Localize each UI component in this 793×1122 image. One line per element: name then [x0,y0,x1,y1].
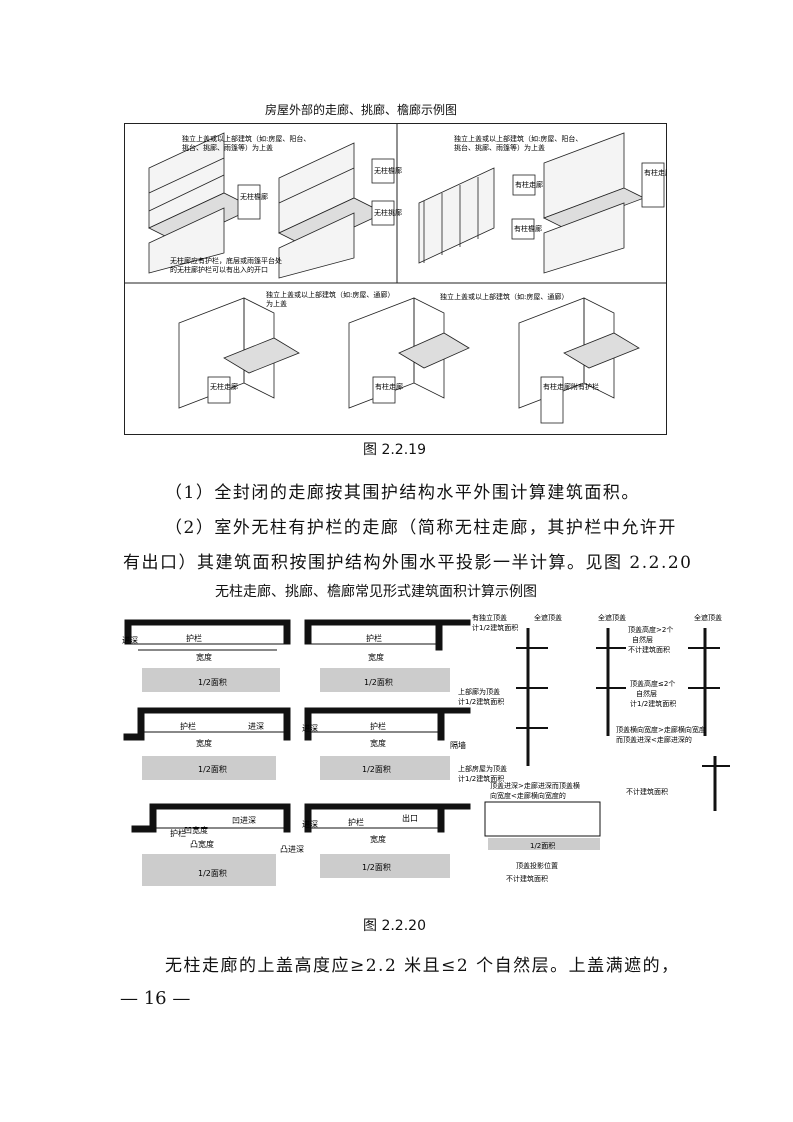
plan-5-tu-jinshen: 凸进深 [280,845,304,854]
section-upper-corridor-2: 计1/2建筑面积 [458,697,504,706]
panel-b-note-top2: 挑台、挑廊、雨篷等）为上盖 [454,143,545,152]
plan-2 [304,619,471,692]
panel-a-drawing [148,132,385,279]
plan-4-jinshen: 进深 [302,724,318,733]
plan-1-kuandu: 宽度 [196,652,212,662]
section-half-area: 1/2面积 [530,841,555,850]
figure1-title: 房屋外部的走廊、挑廊、檐廊示例图 [265,103,458,117]
section-not-counted-2: 不计建筑面积 [506,874,548,883]
paragraph-3: 无柱走廊的上盖高度应≥2.2 米且≤2 个自然层。上盖满遮的， [165,956,680,976]
section-drawings [484,628,730,850]
panel-a-note-top: 独立上盖或以上部建筑（如:房屋、阳台、 [182,134,310,143]
panel-c-box2: 有柱走廊 [375,382,403,391]
panel-a-box1-a: 无柱檐廊 [240,192,268,201]
plan-5-ao-kuandu: 凹宽度 [184,825,208,835]
panel-c-note-top: 独立上盖或以上部建筑（如:房屋、通廊） [266,290,394,299]
panel-c-drawing [178,297,640,409]
figure2-illustration: 进深 护栏 宽度 1/2面积 护栏 宽度 1/2面积 护栏 进深 宽度 1/2面… [122,613,730,886]
section-height-gt2-b: 自然层 [632,635,653,644]
plan-2-hulan: 护栏 [366,633,382,643]
plan-6 [304,803,471,878]
paragraph-2-line-2: 有出口）其建筑面积按围护结构外围水平投影一半计算。见图 2.2.20 [123,553,693,573]
plan-5 [131,803,291,886]
section-full-roof-3: 全遮顶盖 [694,613,722,622]
plan-3 [123,707,291,780]
panel-c-box1: 无柱走廊 [210,382,238,391]
section-width-note: 顶盖横向宽度>走廊横向宽度 [616,725,706,734]
plan-3-half-area: 1/2面积 [198,764,227,774]
section-upper-house: 上部房屋为顶盖 [458,764,507,773]
plan-3-jinshen: 进深 [248,722,264,731]
section-independent-roof: 有独立顶盖 [472,613,507,622]
plan-5-ao-jinshen: 凹进深 [232,816,256,825]
section-projection: 顶盖投影位置 [516,861,558,870]
plan-1-jinshen: 进深 [122,636,138,645]
plan-5-half-area: 1/2面积 [198,868,227,878]
panel-b-note-top: 独立上盖或以上部建筑（如:房屋、阳台、 [454,134,582,143]
plan-5-hulan: 护栏 [170,828,186,838]
figure1-illustration: 无柱檐廊 无柱檐廊 无柱挑廊 独立上盖或以上部建筑（如:房屋、阳台、 挑台、挑廊… [124,123,667,435]
panel-b-drawing [418,132,645,274]
plan-1-half-area: 1/2面积 [198,677,227,687]
figure2-label: 图 2.2.20 [363,918,426,934]
panel-a-note-top2: 挑台、挑廊、雨篷等）为上盖 [182,143,273,152]
section-upper-corridor: 上部廊为顶盖 [458,687,500,696]
section-not-counted: 不计建筑面积 [626,787,668,796]
figure1-label: 图 2.2.19 [363,442,426,458]
plan-1 [124,619,291,692]
plan-4-kuandu: 宽度 [370,738,386,748]
panel-c-note-top-right: 独立上盖或以上部建筑（如:房屋、通廊） [440,292,568,301]
section-depth-note-2: 向宽度<走廊横向宽度的 [490,791,566,800]
plan-6-half-area: 1/2面积 [362,862,391,872]
plan-6-jinshen: 进深 [302,820,318,829]
panel-b-box1: 有柱走廊 [515,180,543,189]
figure2-title: 无柱走廊、挑廊、檐廊常见形式建筑面积计算示例图 [215,584,537,600]
plan-6-kuandu: 宽度 [370,834,386,844]
plan-3-hulan: 护栏 [180,721,196,731]
plan-3-kuandu: 宽度 [196,738,212,748]
panel-c-box3: 有柱走廊附有护栏 [543,382,599,391]
plan-5-tu-kuandu: 凸宽度 [190,839,214,849]
section-width-note-2: 而顶盖进深<走廊进深的 [616,735,692,744]
section-height-le2: 顶盖高度≤2个 [630,679,675,688]
page-number: — 16 — [120,988,191,1009]
section-depth-note: 顶盖进深>走廊进深而顶盖横 [490,781,580,790]
plan-4-half-area: 1/2面积 [362,764,391,774]
plan-1-hulan: 护栏 [186,633,202,643]
section-height-gt2: 顶盖高度>2个 [628,625,673,634]
section-full-roof-1: 全遮顶盖 [534,613,562,622]
section-height-le2-b: 自然层 [636,689,657,698]
plan-2-half-area: 1/2面积 [364,677,393,687]
plan-4-geqiang: 隔墙 [450,740,466,750]
section-independent-roof-2: 计1/2建筑面积 [472,623,518,632]
panel-a-box3: 无柱挑廊 [374,208,402,217]
plan-2-kuandu: 宽度 [368,652,384,662]
panel-b-box2: 有柱檐廊 [514,224,542,233]
plan-6-hulan: 护栏 [348,817,364,827]
section-full-roof-2: 全遮顶盖 [598,613,626,622]
section-height-gt2-c: 不计建筑面积 [628,645,670,654]
panel-c-note-top2: 为上盖 [266,299,287,308]
panel-a-box1: 无柱檐廊 [374,166,402,175]
panel-a-note-bottom2: 的无柱廊护栏可以有出入的开口 [170,265,268,274]
panel-a-note-bottom: 无柱廊应有护栏，底层或雨篷平台处 [170,256,282,265]
plan-4-hulan: 护栏 [370,721,386,731]
plan-6-chukou: 出口 [402,813,418,823]
section-height-le2-c: 计1/2建筑面积 [630,699,676,708]
plan-4 [304,707,471,780]
panel-b-box3: 有柱走廊附有护栏 [644,168,667,177]
section-upper-house-2: 计1/2建筑面积 [458,774,504,783]
paragraph-2-line-1: （2）室外无柱有护栏的走廊（简称无柱走廊，其护栏中允许开 [165,518,677,538]
paragraph-1: （1）全封闭的走廊按其围护结构水平外围计算建筑面积。 [165,483,640,503]
